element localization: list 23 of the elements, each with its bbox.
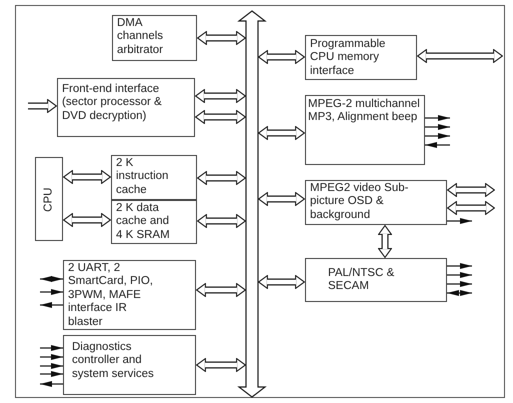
block-box — [305, 35, 417, 80]
block-label: Front-end interface (sector processor & DVD decryption) — [62, 83, 163, 124]
block-box — [57, 78, 195, 137]
block-label: Diagnostics controller and system services — [72, 341, 155, 382]
block-box — [63, 335, 196, 395]
block-box — [35, 157, 63, 241]
block-label: DMA channels arbitrator — [117, 17, 164, 58]
block-box — [305, 180, 447, 225]
block-label: PAL/NTSC & SECAM — [328, 267, 396, 294]
block-label: MPEG2 video Sub-picture OSD & background — [310, 182, 410, 222]
bus-double-arrow — [236, 8, 268, 400]
block-box — [112, 15, 197, 61]
block-box — [111, 200, 197, 244]
block-label: Programmable CPU memory interface — [310, 38, 386, 78]
block-box — [63, 260, 196, 330]
block-box — [305, 258, 447, 302]
block-label: 2 UART, 2 SmartCard, PIO, 3PWM, MAFE interface IR blaster — [68, 262, 154, 330]
block-box — [305, 95, 425, 165]
block-box — [111, 155, 197, 200]
block-label: 2 K data cache and 4 K SRAM — [116, 202, 171, 242]
block-label: MPEG-2 multichannel MP3, Alignment beep — [308, 98, 421, 125]
block-label: 2 K instruction cache — [116, 157, 170, 198]
block-label: CPU — [42, 187, 56, 212]
